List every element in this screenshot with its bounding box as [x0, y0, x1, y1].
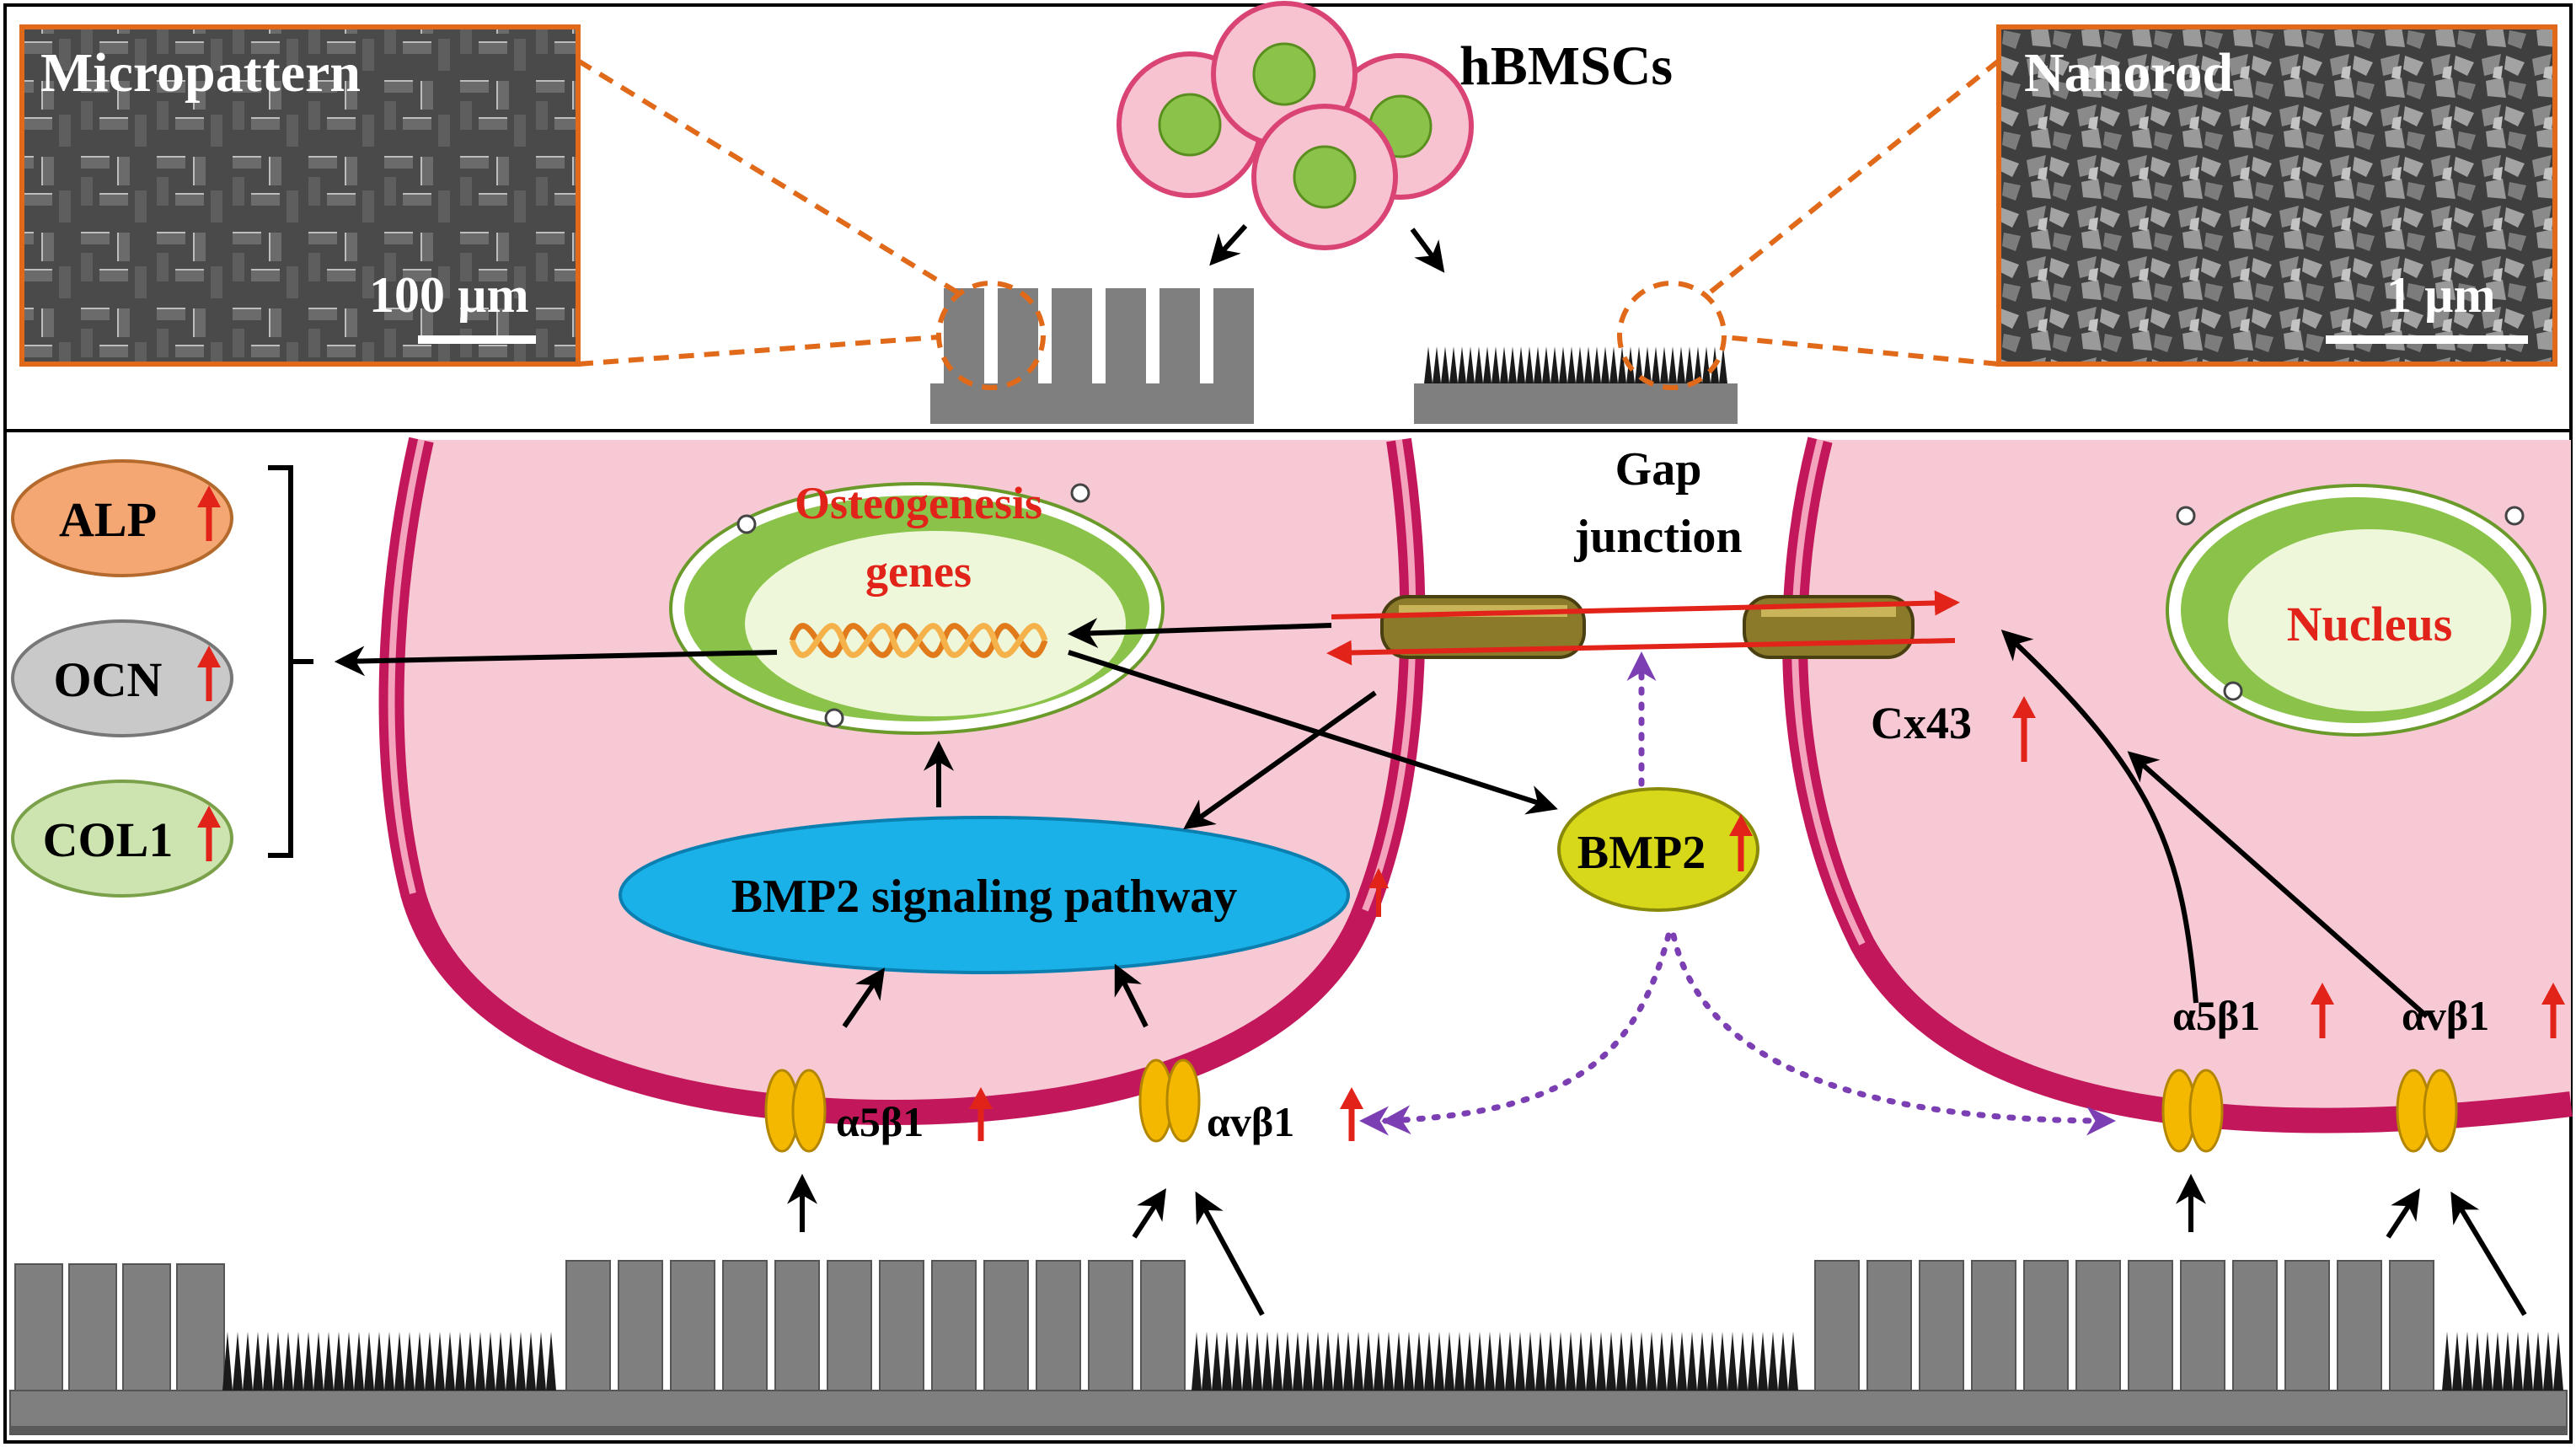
- integrin-right-a5b1-label: α5β1: [2172, 992, 2260, 1039]
- osteogenesis-label-line1: Osteogenesis: [795, 478, 1042, 528]
- osteogenesis-label-line2: genes: [865, 546, 972, 597]
- micropillar: [1036, 1260, 1081, 1391]
- micropillar: [2128, 1260, 2173, 1391]
- micropillar: [1919, 1260, 1964, 1391]
- micropattern-scale-label: 100 µm: [369, 267, 529, 323]
- micropillar: [1814, 1260, 1860, 1391]
- micropillar: [2284, 1260, 2330, 1391]
- top-nanorod-substrate: [1414, 346, 1738, 424]
- arrow-cells-to-micropattern: [1209, 223, 1248, 266]
- left-nucleus: [669, 482, 1165, 735]
- integrin-left-avb1-icon: [1138, 1058, 1201, 1143]
- micropillar: [722, 1260, 768, 1391]
- zoom-indicators: [576, 58, 2000, 390]
- top-micropillar-substrate: [930, 288, 1254, 424]
- markers-bracket: [268, 465, 313, 858]
- left-avb1-up-arrow-icon: [1340, 1087, 1363, 1141]
- sem-micropattern-image: Micropattern 100 µm: [19, 24, 581, 367]
- micropillar: [565, 1260, 611, 1391]
- nanorods: [222, 1332, 2563, 1391]
- micropillar: [1971, 1260, 2016, 1391]
- bmp2-pathway-label: BMP2 signaling pathway: [731, 871, 1238, 923]
- bmp2-dotted-arrows: [1359, 651, 2116, 1136]
- arrow-cells-to-nanorod: [1410, 228, 1445, 273]
- micropillar: [2389, 1260, 2434, 1391]
- gap-junction-channel: [1326, 590, 1960, 666]
- marker-ocn: OCN: [11, 619, 233, 737]
- col1-up-arrow-icon: [197, 806, 221, 861]
- bmp2-label: BMP2: [1577, 827, 1706, 879]
- micropillar: [879, 1260, 924, 1391]
- micropillar: [2023, 1260, 2069, 1391]
- cx43-label: Cx43: [1871, 698, 1972, 748]
- bmp2-pathway-ellipse: [619, 816, 1350, 974]
- right-a5b1-up-arrow-icon: [2311, 983, 2334, 1038]
- micropillar: [1088, 1260, 1133, 1391]
- nanorod-scale-bar: [2326, 335, 2528, 344]
- micropillar: [670, 1260, 715, 1391]
- dna-helix-icon: [789, 623, 1048, 658]
- micropillar: [2337, 1260, 2382, 1391]
- nanorod-scale-label: 1 µm: [2386, 267, 2496, 323]
- micropillar: [2232, 1260, 2278, 1391]
- right-nucleus: [2166, 484, 2547, 737]
- nanorod-label: Nanorod: [2024, 42, 2233, 104]
- micropillars: [14, 1260, 2434, 1391]
- micropillar: [618, 1260, 663, 1391]
- integrin-left-a5b1-icon: [764, 1069, 827, 1153]
- svg-text:OCN: OCN: [54, 652, 163, 707]
- svg-text:COL1: COL1: [43, 812, 174, 867]
- gap-junction-label-line2: junction: [1573, 511, 1742, 563]
- micropillar: [2180, 1260, 2225, 1391]
- micropillar: [774, 1260, 820, 1391]
- hbmsc-cells-cluster: [1117, 1, 1474, 250]
- integrin-right-a5b1-icon: [2161, 1069, 2224, 1153]
- integrin-left-a5b1-label: α5β1: [836, 1098, 924, 1145]
- bmp2-up-arrow-icon: [1729, 814, 1753, 871]
- micropillar: [14, 1263, 63, 1391]
- micropillar: [122, 1263, 171, 1391]
- micropillar: [176, 1263, 225, 1391]
- micropillar: [983, 1260, 1029, 1391]
- gap-junction-label-line1: Gap: [1615, 443, 1702, 496]
- sem-nanorod-image: Nanorod 1 µm: [1996, 24, 2557, 367]
- bmp2-ellipse: [1557, 787, 1759, 912]
- micropillar: [2075, 1260, 2121, 1391]
- left-a5b1-up-arrow-icon: [969, 1087, 993, 1141]
- micropattern-label: Micropattern: [40, 42, 361, 104]
- cx43-up-arrow-icon: [2012, 696, 2036, 762]
- pathway-up-arrow-icon: [1368, 868, 1389, 917]
- micropattern-scale-bar: [418, 335, 536, 344]
- integrin-left-avb1-label: αvβ1: [1207, 1098, 1294, 1145]
- marker-col1: COL1: [11, 780, 233, 898]
- right-avb1-up-arrow-icon: [2541, 983, 2565, 1038]
- bottom-substrate: [9, 1260, 2568, 1435]
- signaling-arrows: [334, 618, 2527, 1316]
- micropillar: [1140, 1260, 1186, 1391]
- marker-alp: ALP: [11, 459, 233, 577]
- micropillar: [827, 1260, 872, 1391]
- svg-text:ALP: ALP: [59, 492, 157, 547]
- micropillar: [68, 1263, 117, 1391]
- integrin-right-avb1-label: αvβ1: [2402, 992, 2489, 1039]
- micropillar: [1866, 1260, 1912, 1391]
- alp-up-arrow-icon: [197, 485, 221, 541]
- ocn-up-arrow-icon: [197, 646, 221, 701]
- micropillar: [931, 1260, 977, 1391]
- integrin-right-avb1-icon: [2396, 1069, 2458, 1153]
- nucleus-label: Nucleus: [2287, 597, 2453, 651]
- hbmscs-label: hBMSCs: [1459, 35, 1673, 97]
